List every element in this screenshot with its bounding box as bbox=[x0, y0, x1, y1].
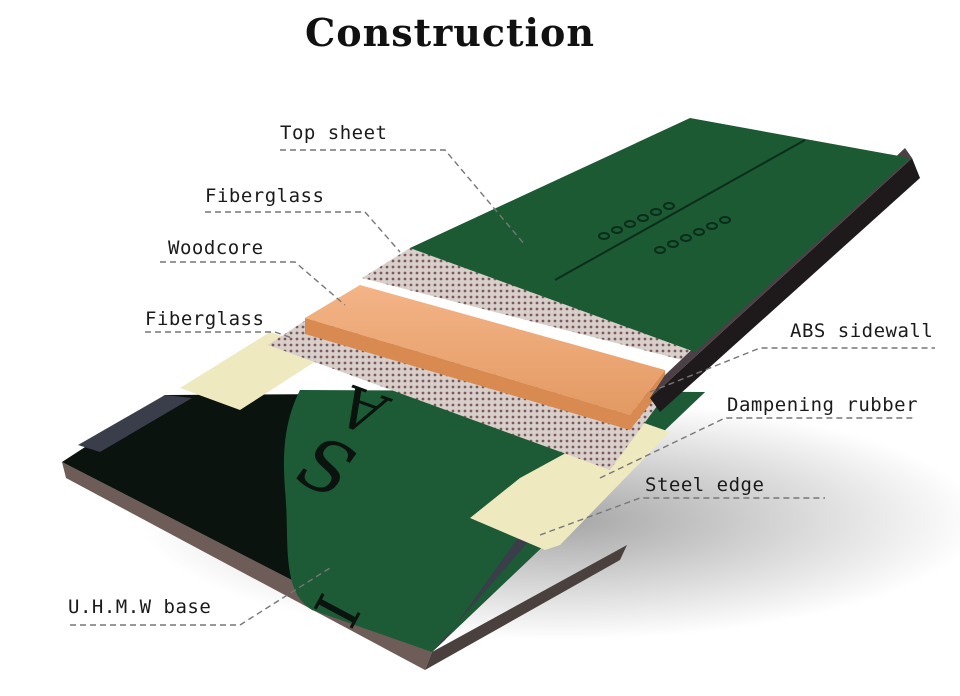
label-abs-sidewall: ABS sidewall bbox=[790, 320, 933, 342]
label-fiberglass-bottom: Fiberglass bbox=[145, 308, 264, 330]
label-top-sheet: Top sheet bbox=[280, 122, 387, 144]
diagram-title: Construction bbox=[0, 10, 900, 55]
label-fiberglass-top: Fiberglass bbox=[205, 185, 324, 207]
label-base: U.H.M.W base bbox=[68, 596, 211, 618]
label-steel-edge: Steel edge bbox=[645, 474, 764, 496]
label-woodcore: Woodcore bbox=[168, 237, 264, 259]
label-dampening-rubber: Dampening rubber bbox=[727, 394, 918, 416]
